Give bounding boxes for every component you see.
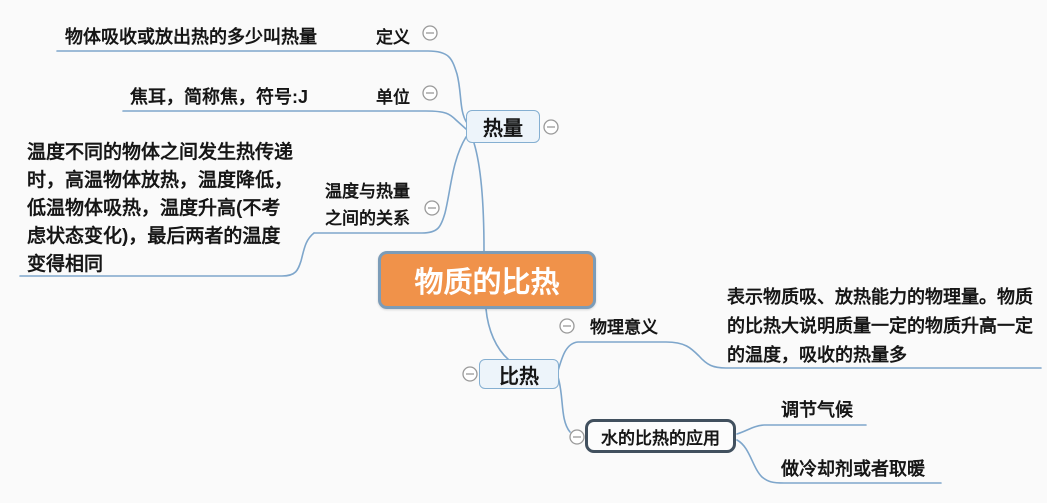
edge-water-app	[557, 376, 571, 433]
edge-relation	[313, 136, 467, 234]
collapse-icon-water-application[interactable]	[569, 429, 585, 445]
collapse-icon-definition[interactable]	[422, 25, 438, 41]
node-water-application-label: 水的比热的应用	[601, 428, 720, 448]
node-specific-heat-label: 比热	[499, 365, 539, 388]
leaf-climate[interactable]: 调节气候	[781, 400, 853, 420]
edge-unit	[122, 110, 467, 130]
collapse-icon-unit[interactable]	[422, 85, 438, 101]
edge-meaning	[557, 341, 1042, 372]
edge-relation-leaf	[19, 232, 315, 277]
label-meaning[interactable]: 物理意义	[590, 318, 658, 337]
node-water-application[interactable]: 水的比热的应用	[585, 419, 736, 453]
label-relation[interactable]: 温度与热量之间的关系	[325, 182, 410, 228]
edge-climate	[736, 424, 867, 435]
leaf-heat-unit[interactable]: 焦耳，简称焦，符号:J	[130, 87, 309, 107]
node-specific-heat[interactable]: 比热	[479, 359, 559, 389]
node-root[interactable]: 物质的比热	[378, 251, 596, 309]
collapse-icon-specific-heat[interactable]	[462, 366, 478, 382]
edge-root-specific	[485, 308, 510, 361]
node-root-label: 物质的比热	[414, 267, 560, 299]
edge-definition	[56, 50, 468, 124]
leaf-meaning[interactable]: 表示物质吸、放热能力的物理量。物质的比热大说明质量一定的物质升高一定的温度，吸收…	[727, 287, 1033, 365]
label-definition[interactable]: 定义	[376, 28, 410, 47]
node-heat-label: 热量	[483, 118, 523, 140]
node-heat[interactable]: 热量	[466, 110, 540, 143]
collapse-icon-relation[interactable]	[424, 200, 440, 216]
leaf-heat-definition[interactable]: 物体吸收或放出热的多少叫热量	[65, 27, 317, 47]
label-unit[interactable]: 单位	[376, 88, 410, 107]
collapse-icon-heat[interactable]	[543, 119, 559, 135]
collapse-icon-meaning[interactable]	[559, 318, 575, 334]
leaf-heat-relation[interactable]: 温度不同的物体之间发生热传递时，高温物体放热，温度降低，低温物体吸热，温度升高(…	[27, 142, 294, 275]
edge-root-heat	[473, 142, 485, 252]
edge-coolant	[736, 439, 942, 484]
leaf-coolant[interactable]: 做冷却剂或者取暖	[781, 459, 925, 479]
